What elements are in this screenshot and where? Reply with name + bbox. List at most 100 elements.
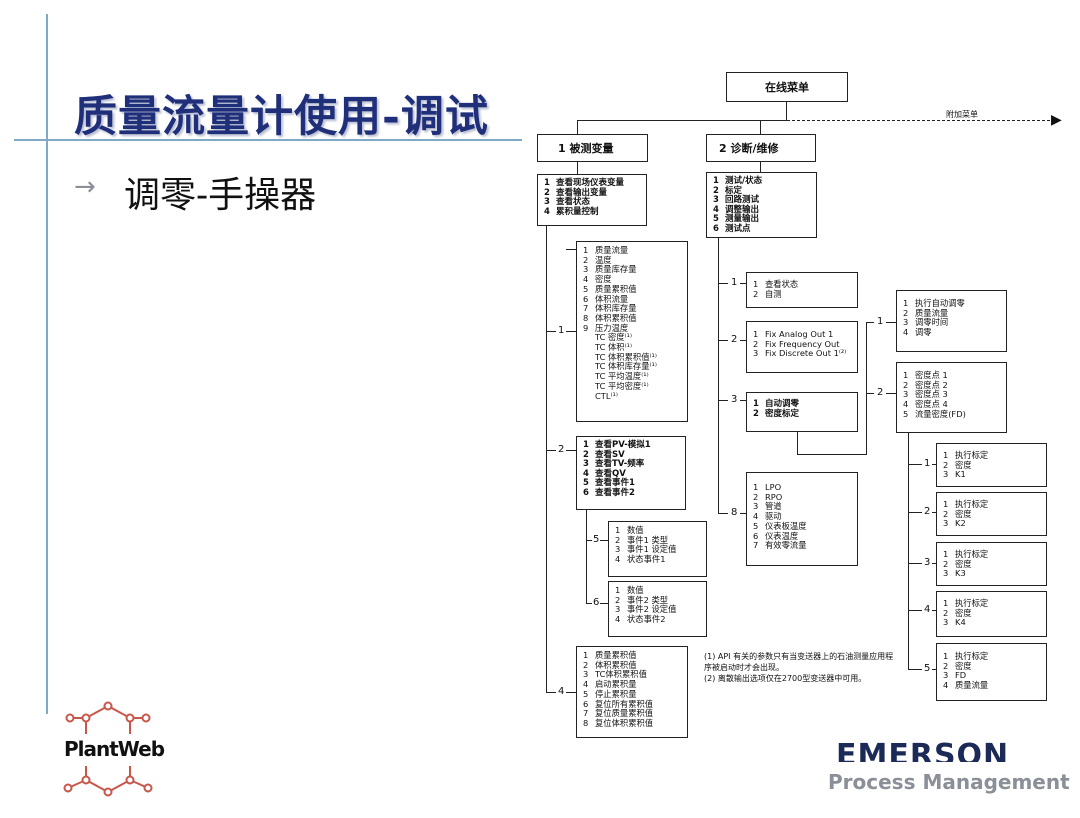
- connector: [577, 162, 578, 174]
- footnote: (1) API 有关的参数只有当变送器上的石油测量应用程序被启动时才会出现。: [704, 652, 894, 672]
- branch-label: 1: [731, 277, 738, 288]
- branch-label: 1: [877, 316, 884, 327]
- bullet-text: 调零-手操器: [124, 175, 317, 216]
- menu-item: TC 体积库存量⁽¹⁾: [595, 361, 657, 372]
- connector: [740, 340, 746, 341]
- connector: [740, 283, 746, 284]
- connector: [886, 393, 896, 394]
- emerson-logo-text: EMERSON: [836, 738, 1010, 762]
- branch-label: 1: [924, 458, 931, 469]
- connector: [546, 331, 556, 332]
- connector: [908, 464, 922, 465]
- slide-title: 质量流量计使用-调试: [74, 92, 489, 142]
- branch-label: 2: [731, 334, 738, 345]
- connector: [932, 464, 936, 465]
- branch-label: 1: [558, 325, 565, 336]
- connector: [600, 540, 608, 541]
- connector: [740, 513, 746, 514]
- branch-label: 8: [731, 507, 738, 518]
- footnotes: (1) API 有关的参数只有当变送器上的石油测量应用程序被启动时才会出现。 (…: [704, 651, 894, 684]
- connector: [908, 610, 922, 611]
- connector: [566, 692, 576, 693]
- bullet-arrow-icon: →: [74, 172, 96, 202]
- connector: [760, 120, 761, 134]
- branch-label: 5: [593, 534, 600, 545]
- connector: [908, 669, 922, 670]
- branch-label: 3: [924, 557, 931, 568]
- connector: [740, 400, 746, 401]
- footnote: (2) 离散输出选项仅在2700型变送器中可用。: [704, 674, 867, 683]
- connector: [866, 393, 874, 394]
- connector: [866, 322, 874, 323]
- extra-menu-label: 附加菜单: [946, 110, 978, 119]
- connector: [586, 540, 592, 541]
- plantweb-logo-text: PlantWeb: [64, 737, 165, 761]
- connector: [566, 249, 576, 250]
- connector: [932, 512, 936, 513]
- connector: [586, 510, 587, 603]
- menu-item: TC 平均温度⁽¹⁾: [595, 371, 649, 382]
- connector: [546, 450, 556, 451]
- connector: [577, 120, 578, 134]
- connector: [546, 692, 556, 693]
- connector: [577, 120, 787, 121]
- branch-label: 4: [924, 604, 931, 615]
- connector: [718, 283, 728, 284]
- connector: [932, 669, 936, 670]
